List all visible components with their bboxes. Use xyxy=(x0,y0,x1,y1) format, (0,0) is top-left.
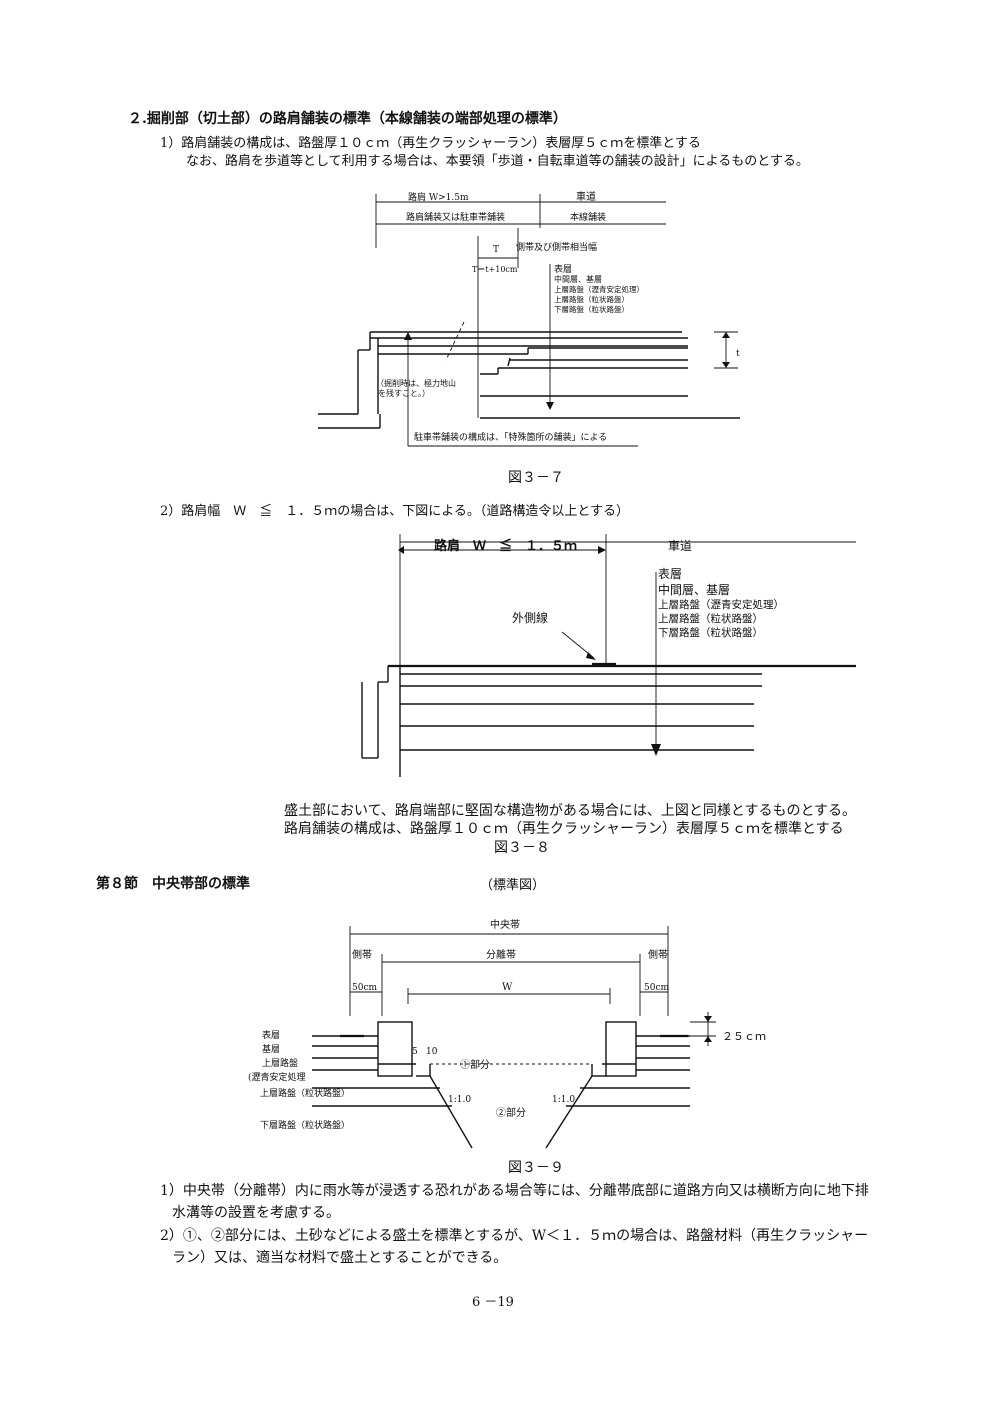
fig37-note-parking: 駐車帯舗装の構成は、「特殊箇所の舗装」による xyxy=(414,431,607,443)
fig39-label-W: W xyxy=(502,982,513,993)
fig37-layer-1: 中間層、基層 xyxy=(554,274,602,284)
fig39-label-part1: ①部分 xyxy=(460,1058,490,1071)
fig38-note-line1: 盛土部において、路肩端部に堅固な構造物がある場合には、上図と同様とするものとする… xyxy=(284,803,857,819)
fig38-label-shoulder: 路肩 Ｗ ≦ １．５ｍ xyxy=(434,538,577,554)
section8-heading: 第８節 中央帯部の標準 xyxy=(96,876,250,892)
fig39-label-separator: 分離帯 xyxy=(486,948,516,961)
note1-line2: 水溝等の設置を考慮する。 xyxy=(172,1205,340,1221)
fig39-label-median: 中央帯 xyxy=(490,918,520,931)
fig39-layer-4: 上層路盤（粒状路盤） xyxy=(260,1087,350,1099)
fig39-label-slope-right: 1:1.0 xyxy=(552,1095,575,1105)
fig39-label-10: 10 xyxy=(426,1047,438,1057)
item1-line1: 1）路肩舗装の構成は、路盤厚１０ｃｍ（再生クラッシャーラン）表層厚５ｃｍを標準と… xyxy=(160,136,701,151)
fig37-note-excavation-2: を残すこと。） xyxy=(378,388,430,398)
fig37-label-T-formula: T＝t+10cm xyxy=(472,265,518,274)
item1-line2: なお、路肩を歩道等として利用する場合は、本要領「歩道・自転車道等の舗装の設計」に… xyxy=(186,154,809,169)
fig38-layer-3: 上層路盤（粒状路盤） xyxy=(658,612,763,625)
fig39-label-5: 5 xyxy=(412,1047,418,1057)
figure-3-8: 路肩 Ｗ ≦ １．５ｍ 車道 表層 中間層、基層 上層路盤（瀝青安定処理） 上層… xyxy=(361,534,856,777)
section8-sub: （標準図） xyxy=(480,878,546,893)
note1-line1: 1）中央帯（分離帯）内に雨水等が浸透する恐れがある場合等には、分離帯底部に道路方… xyxy=(160,1183,869,1199)
fig37-layer-4: 下層路盤（粒状路盤） xyxy=(554,304,629,314)
fig37-label-main-pav: 本線舗装 xyxy=(570,211,606,223)
fig38-label-roadway: 車道 xyxy=(668,539,692,553)
fig39-label-part2: ②部分 xyxy=(496,1106,526,1119)
fig39-layer-3: (瀝青安定処理 xyxy=(248,1071,306,1083)
fig39-label-50-left: 50cm xyxy=(352,983,377,993)
fig39-layer-1: 基層 xyxy=(262,1043,280,1055)
section-heading: ２.掘削部（切土部）の路肩舗装の標準（本線舗装の端部処理の標準） xyxy=(128,111,567,127)
fig39-label-side-right: 側帯 xyxy=(648,948,668,961)
note2-line1: 2）①、②部分には、土砂などによる盛土を標準とするが、W＜１．５ｍの場合は、路盤… xyxy=(160,1228,869,1244)
figure-3-9: 中央帯 側帯 側帯 分離帯 50cm 50cm W 5 10 ①部分 ②部分 1… xyxy=(248,918,766,1149)
fig37-label-shoulder-pav: 路肩舗装又は駐車帯舗装 xyxy=(406,211,505,223)
fig37-label-T: T xyxy=(493,245,499,255)
fig39-label-slope-left: 1:1.0 xyxy=(448,1095,471,1105)
fig38-layer-1: 中間層、基層 xyxy=(658,582,730,597)
fig39-layer-0: 表層 xyxy=(262,1029,280,1041)
fig37-label-side-band: 側帯及び側帯相当幅 xyxy=(516,241,597,253)
fig37-label-t: t xyxy=(736,349,740,359)
fig38-layer-2: 上層路盤（瀝青安定処理） xyxy=(658,598,784,611)
fig38-label-outer-line: 外側線 xyxy=(512,610,548,625)
figure-caption-3-7: 図３－７ xyxy=(508,470,564,486)
item2-text: 2）路肩幅 Ｗ ≦ １．５ｍの場合は、下図による。（道路構造令以上とする） xyxy=(160,504,629,519)
fig39-label-50-right: 50cm xyxy=(644,983,669,993)
fig37-layer-2: 上層路盤（瀝青安定処理） xyxy=(554,284,644,294)
fig39-label-side-left: 側帯 xyxy=(352,948,372,961)
figure-caption-3-9: 図３－９ xyxy=(508,1160,564,1176)
figure-caption-3-8: 図３－８ xyxy=(494,840,550,856)
fig38-note-line2: 路肩舗装の構成は、路盤厚１０ｃｍ（再生クラッシャーラン）表層厚５ｃｍを標準とする xyxy=(284,821,844,837)
fig39-layer-5: 下層路盤（粒状路盤） xyxy=(260,1119,350,1131)
figure-3-7: 路肩 W>1.5m 車道 路肩舗装又は駐車帯舗装 本線舗装 T 側帯及び側帯相当… xyxy=(318,190,740,447)
fig37-label-roadway: 車道 xyxy=(576,190,596,203)
note2-line2: ラン）又は、適当な材料で盛土とすることができる。 xyxy=(172,1250,508,1266)
fig39-layer-2: 上層路盤 xyxy=(262,1057,298,1069)
fig39-label-25: ２５ｃｍ xyxy=(722,1030,766,1043)
fig37-layer-0: 表層 xyxy=(554,263,572,275)
fig38-layer-0: 表層 xyxy=(658,567,682,581)
fig37-note-excavation-1: （掘削時は、極力地山 xyxy=(376,378,456,388)
fig37-label-shoulder: 路肩 W>1.5m xyxy=(408,191,469,203)
page-number: 6 －19 xyxy=(472,1295,514,1310)
fig38-layer-4: 下層路盤（粒状路盤） xyxy=(658,626,763,639)
fig37-layer-3: 上層路盤（粒状路盤） xyxy=(554,294,629,304)
